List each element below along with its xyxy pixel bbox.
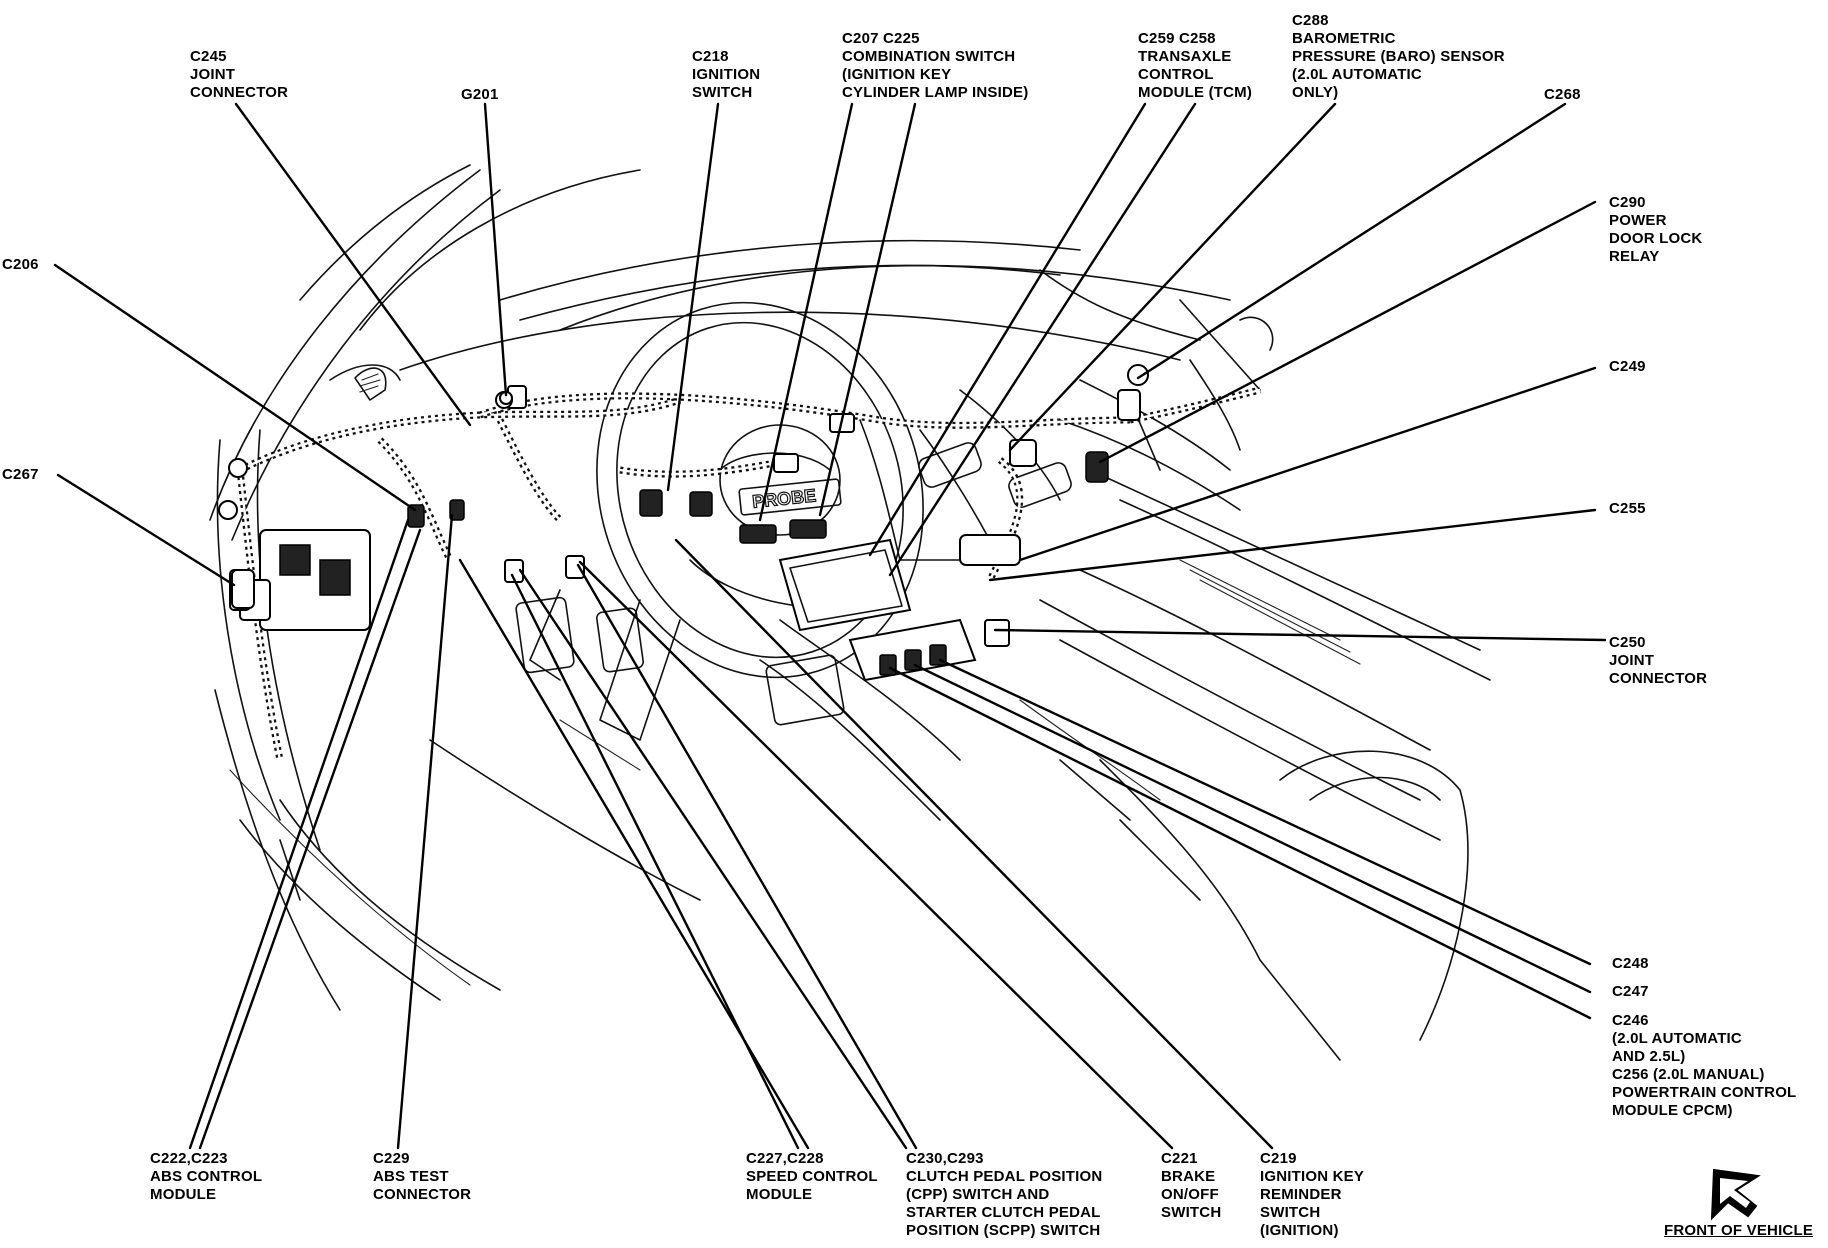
label-line: C259 C258 — [1138, 30, 1216, 47]
label-line: C218 — [692, 48, 729, 65]
label-line: CONTROL — [1138, 66, 1214, 83]
label-line: CONNECTOR — [373, 1186, 472, 1203]
label-line: COMBINATION SWITCH — [842, 48, 1016, 65]
label-line: POWERTRAIN CONTROL — [1612, 1084, 1797, 1101]
label-c267: C267 — [2, 466, 39, 484]
label-line: C255 — [1609, 500, 1646, 517]
label-line: TRANSAXLE — [1138, 48, 1232, 65]
label-line: CONNECTOR — [1609, 670, 1708, 687]
label-line: MODULE CPCM) — [1612, 1102, 1733, 1119]
label-line: C222,C223 — [150, 1150, 228, 1167]
label-line: POWER — [1609, 212, 1667, 229]
label-line: BRAKE — [1161, 1168, 1216, 1185]
label-line: C227,C228 — [746, 1150, 824, 1167]
label-line: (2.0L AUTOMATIC — [1292, 66, 1422, 83]
label-line: C256 (2.0L MANUAL) — [1612, 1066, 1765, 1083]
label-line: ON/OFF — [1161, 1186, 1219, 1203]
label-line: DOOR LOCK — [1609, 230, 1703, 247]
label-c255: C255 — [1609, 500, 1646, 518]
components — [218, 364, 1149, 682]
label-c245: C245 JOINT CONNECTOR — [190, 48, 288, 102]
label-line: C250 — [1609, 634, 1646, 651]
label-line: C247 — [1612, 983, 1649, 1000]
leader-lines — [53, 102, 1607, 1150]
label-line: JOINT — [1609, 652, 1655, 669]
label-line: REMINDER — [1260, 1186, 1342, 1203]
label-c229: C229 ABS TEST CONNECTOR — [373, 1150, 471, 1204]
label-line: C207 C225 — [842, 30, 920, 47]
label-line: CLUTCH PEDAL POSITION — [906, 1168, 1103, 1185]
label-line: C249 — [1609, 358, 1646, 375]
label-g201: G201 — [461, 86, 499, 104]
label-c219: C219 IGNITION KEY REMINDER SWITCH (IGNIT… — [1260, 1150, 1364, 1240]
label-line: (IGNITION KEY — [842, 66, 952, 83]
label-c206: C206 — [2, 256, 39, 274]
label-line: IGNITION — [692, 66, 761, 83]
label-line: ABS CONTROL — [150, 1168, 263, 1185]
label-line: C290 — [1609, 194, 1646, 211]
label-c247: C247 — [1612, 983, 1649, 1001]
label-line: CYLINDER LAMP INSIDE) — [842, 84, 1029, 101]
label-line: C248 — [1612, 955, 1649, 972]
label-c227-c228: C227,C228 SPEED CONTROL MODULE — [746, 1150, 878, 1204]
label-line: JOINT — [190, 66, 236, 83]
label-line: MODULE — [746, 1186, 813, 1203]
label-line: C230,C293 — [906, 1150, 984, 1167]
label-line: STARTER CLUTCH PEDAL — [906, 1204, 1101, 1221]
label-line: SWITCH — [1260, 1204, 1321, 1221]
label-line: C288 — [1292, 12, 1329, 29]
label-line: C246 — [1612, 1012, 1649, 1029]
label-c222-c223: C222,C223 ABS CONTROL MODULE — [150, 1150, 262, 1204]
label-c290: C290 POWER DOOR LOCK RELAY — [1609, 194, 1702, 266]
label-c250: C250 JOINT CONNECTOR — [1609, 634, 1707, 688]
label-line: RELAY — [1609, 248, 1660, 265]
label-line: MODULE — [150, 1186, 217, 1203]
label-line: C221 — [1161, 1150, 1198, 1167]
label-c248: C248 — [1612, 955, 1649, 973]
label-line: C245 — [190, 48, 227, 65]
label-line: C206 — [2, 256, 39, 273]
label-c218: C218 IGNITION SWITCH — [692, 48, 760, 102]
label-line: C268 — [1544, 86, 1581, 103]
label-line: POSITION (SCPP) SWITCH — [906, 1222, 1101, 1239]
label-line: (CPP) SWITCH AND — [906, 1186, 1050, 1203]
label-c246-c256: C246 (2.0L AUTOMATIC AND 2.5L) C256 (2.0… — [1612, 1012, 1796, 1120]
label-line: SWITCH — [1161, 1204, 1222, 1221]
label-line: ABS TEST — [373, 1168, 449, 1185]
label-c230-c293: C230,C293 CLUTCH PEDAL POSITION (CPP) SW… — [906, 1150, 1102, 1240]
label-front-of-vehicle: FRONT OF VEHICLE — [1664, 1222, 1813, 1240]
label-line: PRESSURE (BARO) SENSOR — [1292, 48, 1505, 65]
label-line: SWITCH — [692, 84, 753, 101]
label-line: ONLY) — [1292, 84, 1339, 101]
label-line: BAROMETRIC — [1292, 30, 1396, 47]
label-line: (2.0L AUTOMATIC — [1612, 1030, 1742, 1047]
label-line: IGNITION KEY — [1260, 1168, 1365, 1185]
label-line: CONNECTOR — [190, 84, 289, 101]
label-line: (IGNITION) — [1260, 1222, 1339, 1239]
label-line: G201 — [461, 86, 499, 103]
label-c249: C249 — [1609, 358, 1646, 376]
label-line: FRONT OF VEHICLE — [1664, 1222, 1814, 1239]
label-line: C267 — [2, 466, 39, 483]
label-line: C219 — [1260, 1150, 1297, 1167]
label-c221: C221 BRAKE ON/OFF SWITCH — [1161, 1150, 1221, 1222]
label-line: MODULE (TCM) — [1138, 84, 1253, 101]
label-line: SPEED CONTROL — [746, 1168, 878, 1185]
label-line: C229 — [373, 1150, 410, 1167]
label-c288: C288 BAROMETRIC PRESSURE (BARO) SENSOR (… — [1292, 12, 1505, 102]
interior-line-art — [209, 164, 1491, 1061]
label-c268: C268 — [1544, 86, 1581, 104]
label-c259-c258: C259 C258 TRANSAXLE CONTROL MODULE (TCM) — [1138, 30, 1252, 102]
label-line: AND 2.5L) — [1612, 1048, 1686, 1065]
front-of-vehicle-arrow-icon — [1710, 1168, 1761, 1221]
label-c207-c225: C207 C225 COMBINATION SWITCH (IGNITION K… — [842, 30, 1028, 102]
